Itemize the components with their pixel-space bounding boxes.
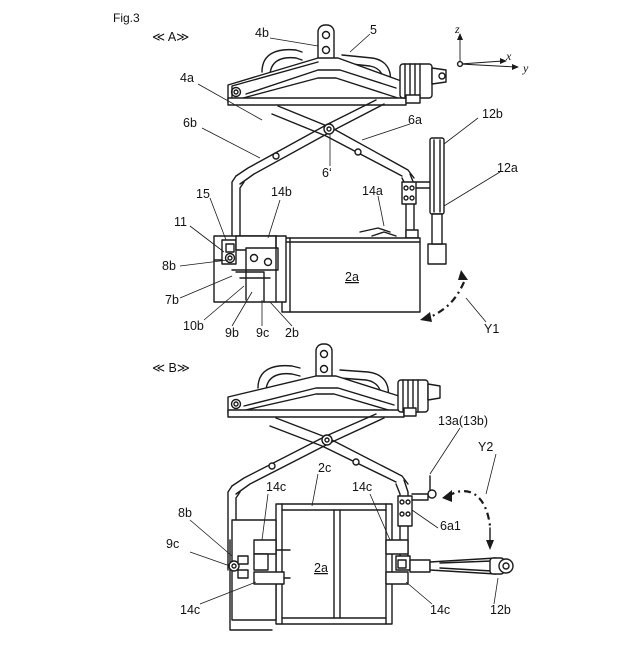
panel-a-label: ≪ A≫ <box>152 30 189 44</box>
label-14c-bottom-left: 14c <box>180 603 200 617</box>
label-5: 5 <box>370 23 377 37</box>
panel-b-label: ≪ B≫ <box>152 361 190 375</box>
label-9b: 9b <box>225 326 239 340</box>
label-8b-a: 8b <box>162 259 176 273</box>
label-2c: 2c <box>318 461 331 475</box>
coordinate-axes: z x y <box>454 22 529 75</box>
label-2b: 2b <box>285 326 299 340</box>
label-9c-a: 9c <box>256 326 269 340</box>
label-10b: 10b <box>183 319 204 333</box>
label-6b: 6b <box>183 116 197 130</box>
label-12b-a: 12b <box>482 107 503 121</box>
label-4a: 4a <box>180 71 194 85</box>
axis-x-label: x <box>505 49 512 63</box>
label-2a-b: 2a <box>314 561 328 575</box>
label-2a-a: 2a <box>345 270 359 284</box>
label-9c-b: 9c <box>166 537 179 551</box>
axis-y-label: y <box>522 61 529 75</box>
label-6a: 6a <box>408 113 422 127</box>
label-15: 15 <box>196 187 210 201</box>
label-4b: 4b <box>255 26 269 40</box>
figure-title: Fig.3 <box>113 11 140 25</box>
label-Y1: Y1 <box>484 322 499 336</box>
label-14c-top-left: 14c <box>266 480 286 494</box>
label-6-prime: 6‘ <box>322 166 332 180</box>
label-12a: 12a <box>497 161 518 175</box>
label-14c-top-right: 14c <box>352 480 372 494</box>
label-7b: 7b <box>165 293 179 307</box>
label-13a-13b: 13a(13b) <box>438 414 488 428</box>
label-6a1: 6a1 <box>440 519 461 533</box>
axis-z-label: z <box>454 22 460 36</box>
label-14c-bottom-right: 14c <box>430 603 450 617</box>
label-Y2: Y2 <box>478 440 493 454</box>
label-14a: 14a <box>362 184 383 198</box>
view-a-drawing <box>214 25 468 322</box>
label-8b-b: 8b <box>178 506 192 520</box>
label-14b: 14b <box>271 185 292 199</box>
label-12b-b: 12b <box>490 603 511 617</box>
label-11: 11 <box>174 215 187 229</box>
